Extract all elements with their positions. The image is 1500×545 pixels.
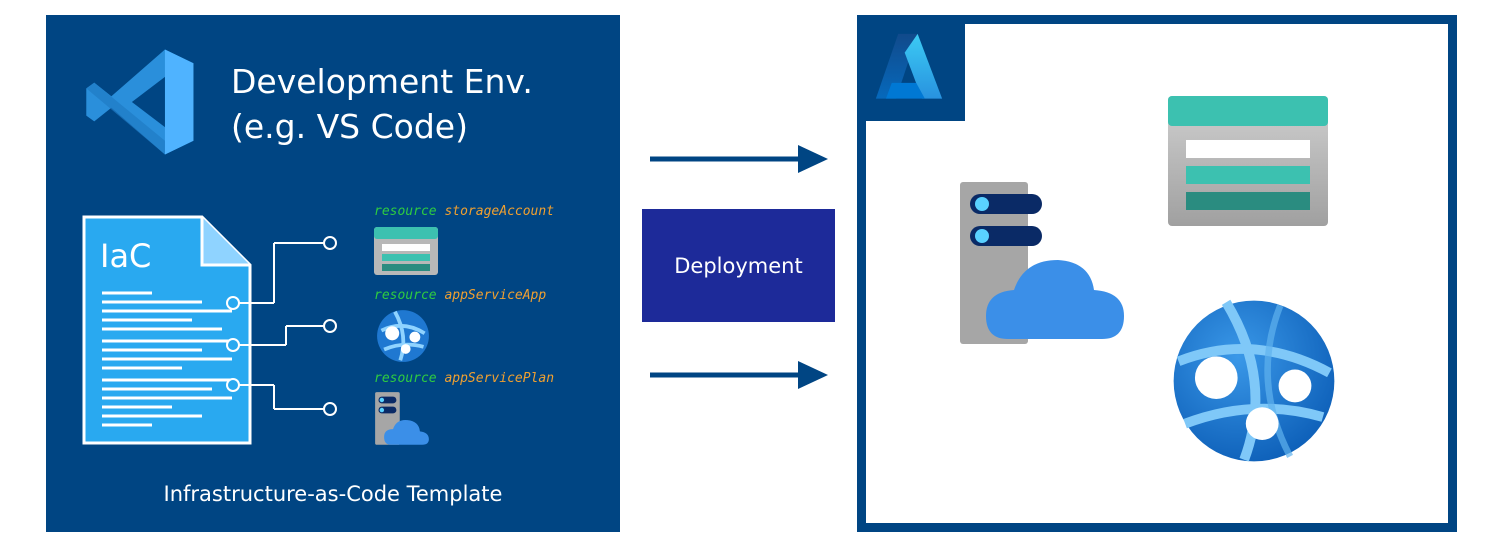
arrow-right-icon <box>650 361 828 389</box>
azure-logo-tab <box>857 15 965 121</box>
app-service-icon <box>1173 299 1335 462</box>
dev-env-title-line2: (e.g. VS Code) <box>231 107 468 146</box>
resource-name: appServicePlan <box>444 371 555 386</box>
arrow-right-icon <box>650 145 828 173</box>
resource-name: appServiceApp <box>444 288 547 303</box>
azure-icon <box>875 33 943 99</box>
resource-label-app: resource appServiceApp <box>374 288 546 303</box>
app-service-plan-icon <box>960 182 1124 344</box>
resource-keyword: resource <box>374 288 437 303</box>
vscode-icon <box>86 49 194 155</box>
resource-name: storageAccount <box>444 204 555 219</box>
resource-label-plan: resource appServicePlan <box>374 371 554 386</box>
iac-caption: Infrastructure-as-Code Template <box>163 482 503 506</box>
dev-env-title: Development Env. (e.g. VS Code) <box>231 59 533 149</box>
azure-panel <box>857 15 1457 532</box>
app-service-icon <box>377 310 429 362</box>
resource-label-storage: resource storageAccount <box>374 204 554 219</box>
iac-label: IaC <box>100 237 152 275</box>
resource-keyword: resource <box>374 204 437 219</box>
deployment-box: Deployment <box>642 209 835 322</box>
dev-env-title-line1: Development Env. <box>231 62 533 101</box>
storage-account-icon <box>1168 96 1328 226</box>
storage-account-icon <box>374 227 438 275</box>
development-environment-panel: Development Env. (e.g. VS Code) IaC <box>46 15 620 532</box>
app-service-plan-icon <box>375 392 429 445</box>
iac-document-icon <box>82 215 252 445</box>
deployment-label: Deployment <box>674 253 803 278</box>
resource-keyword: resource <box>374 371 437 386</box>
